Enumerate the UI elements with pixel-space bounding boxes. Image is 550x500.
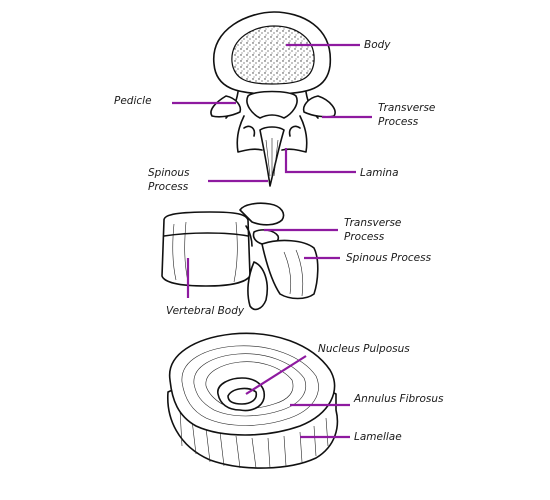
disc-view-labels: Nucleus Pulposus Annulus Fibrosus Lamell… xyxy=(318,343,444,443)
label-side-spinous: Spinous Process xyxy=(346,252,432,264)
side-view-leaders xyxy=(186,228,340,298)
left-transverse-process xyxy=(210,95,242,118)
disc-view-leaders xyxy=(245,355,350,439)
label-nucleus: Nucleus Pulposus xyxy=(318,343,410,355)
cancellous-bone xyxy=(231,25,315,85)
label-side-transverse-line2: Process xyxy=(344,231,385,243)
label-spinous-line1: Spinous xyxy=(148,167,190,179)
top-view-leaders xyxy=(172,43,372,183)
superior-articular-process xyxy=(239,202,285,226)
side-spinous-process xyxy=(261,239,319,300)
label-transverse-line2: Process xyxy=(378,116,419,128)
label-lamellae: Lamellae xyxy=(354,431,402,443)
side-view-labels: Transverse Process Spinous Process Verte… xyxy=(166,217,432,317)
label-side-transverse-line1: Transverse xyxy=(344,217,401,229)
label-transverse-line1: Transverse xyxy=(378,102,435,114)
inferior-articular-process xyxy=(247,261,269,311)
right-lamina xyxy=(281,115,308,153)
label-annulus: Annulus Fibrosus xyxy=(353,393,444,405)
top-vertebra-drawing xyxy=(210,11,336,187)
side-vertebra-drawing xyxy=(161,202,319,311)
label-spinous-line2: Process xyxy=(148,181,189,193)
label-vertebral-body: Vertebral Body xyxy=(166,305,245,317)
label-pedicle: Pedicle xyxy=(114,95,152,107)
label-lamina: Lamina xyxy=(360,167,399,179)
right-transverse-process xyxy=(302,95,336,118)
intervertebral-disc-drawing xyxy=(167,332,339,469)
top-view-labels: Body Pedicle Transverse Process Spinous … xyxy=(114,39,435,193)
vertebral-foramen xyxy=(246,90,298,119)
nucleus-pulposus xyxy=(217,377,266,412)
label-body: Body xyxy=(364,39,391,51)
left-lamina xyxy=(236,115,263,153)
nucleus-leader xyxy=(245,355,307,395)
lamina-leader xyxy=(284,148,356,174)
